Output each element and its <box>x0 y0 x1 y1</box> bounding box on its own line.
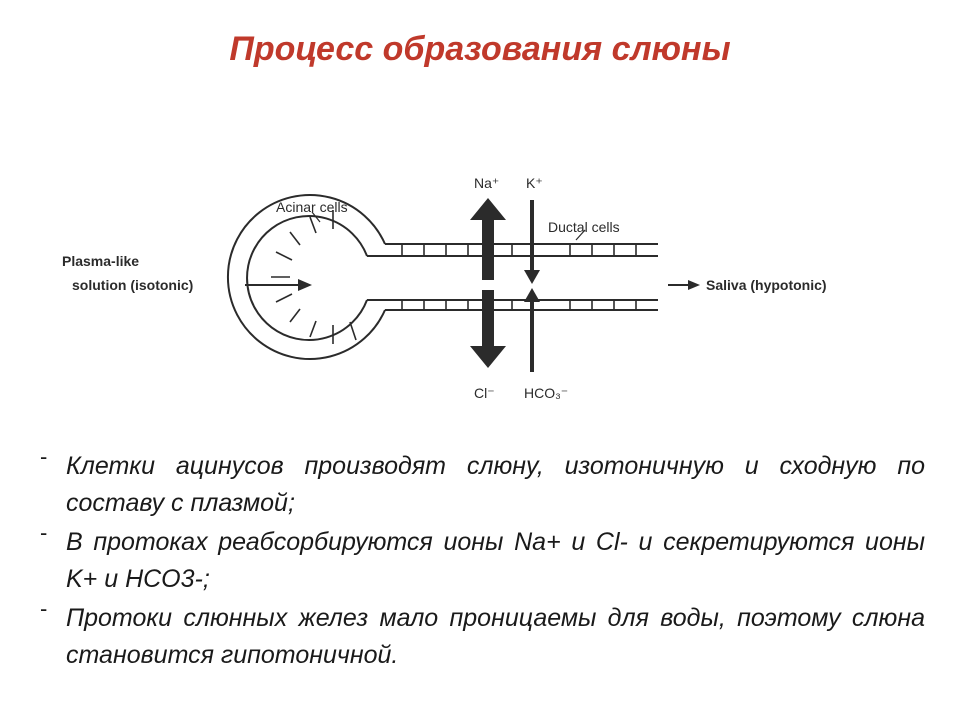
bullet-item: - Клетки ацинусов производят слюну, изот… <box>40 444 925 522</box>
saliva-outflow-arrow <box>668 280 700 290</box>
bullet-dash: - <box>40 444 48 469</box>
k-ion-label: K⁺ <box>526 175 543 191</box>
bullet-text: Протоки слюнных желез мало проницаемы дл… <box>66 604 925 669</box>
cl-ion-label: Cl⁻ <box>474 385 495 401</box>
acinus-inner <box>246 215 368 341</box>
hco3-ion-label: HCO₃⁻ <box>524 385 568 401</box>
saliva-label: Saliva (hypotonic) <box>706 277 827 293</box>
acinar-pointer <box>311 211 321 223</box>
salivary-diagram: Acinar cells Ductal cells Plasma-like so… <box>62 175 827 401</box>
bullet-list: - Клетки ацинусов производят слюну, изот… <box>40 444 925 676</box>
bullet-dash: - <box>40 596 48 621</box>
bullet-text: В протоках реабсорбируются ионы Na+ и Cl… <box>66 528 925 593</box>
page-title: Процесс образования слюны <box>229 30 731 68</box>
k-secretion-arrow <box>524 200 540 284</box>
acinar-cell-dividers <box>271 210 357 344</box>
plasma-inflow-arrow <box>245 279 312 291</box>
acinar-cells-label: Acinar cells <box>276 199 348 215</box>
plasma-label-line1: Plasma-like <box>62 253 139 269</box>
bullet-item: - В протоках реабсорбируются ионы Na+ и … <box>40 520 925 598</box>
plasma-label-line2: solution (isotonic) <box>72 277 193 293</box>
na-ion-label: Na⁺ <box>474 175 499 191</box>
cl-reabsorption-arrow <box>470 290 506 368</box>
bullet-item: - Протоки слюнных желез мало проницаемы … <box>40 596 925 674</box>
bullet-text: Клетки ацинусов производят слюну, изотон… <box>66 452 925 517</box>
hco3-secretion-arrow <box>524 288 540 372</box>
ductal-cells-label: Ductal cells <box>548 219 620 235</box>
acinus-outer <box>226 194 386 360</box>
ductal-pointer <box>575 229 586 241</box>
bullet-dash: - <box>40 520 48 545</box>
na-reabsorption-arrow <box>470 198 506 280</box>
